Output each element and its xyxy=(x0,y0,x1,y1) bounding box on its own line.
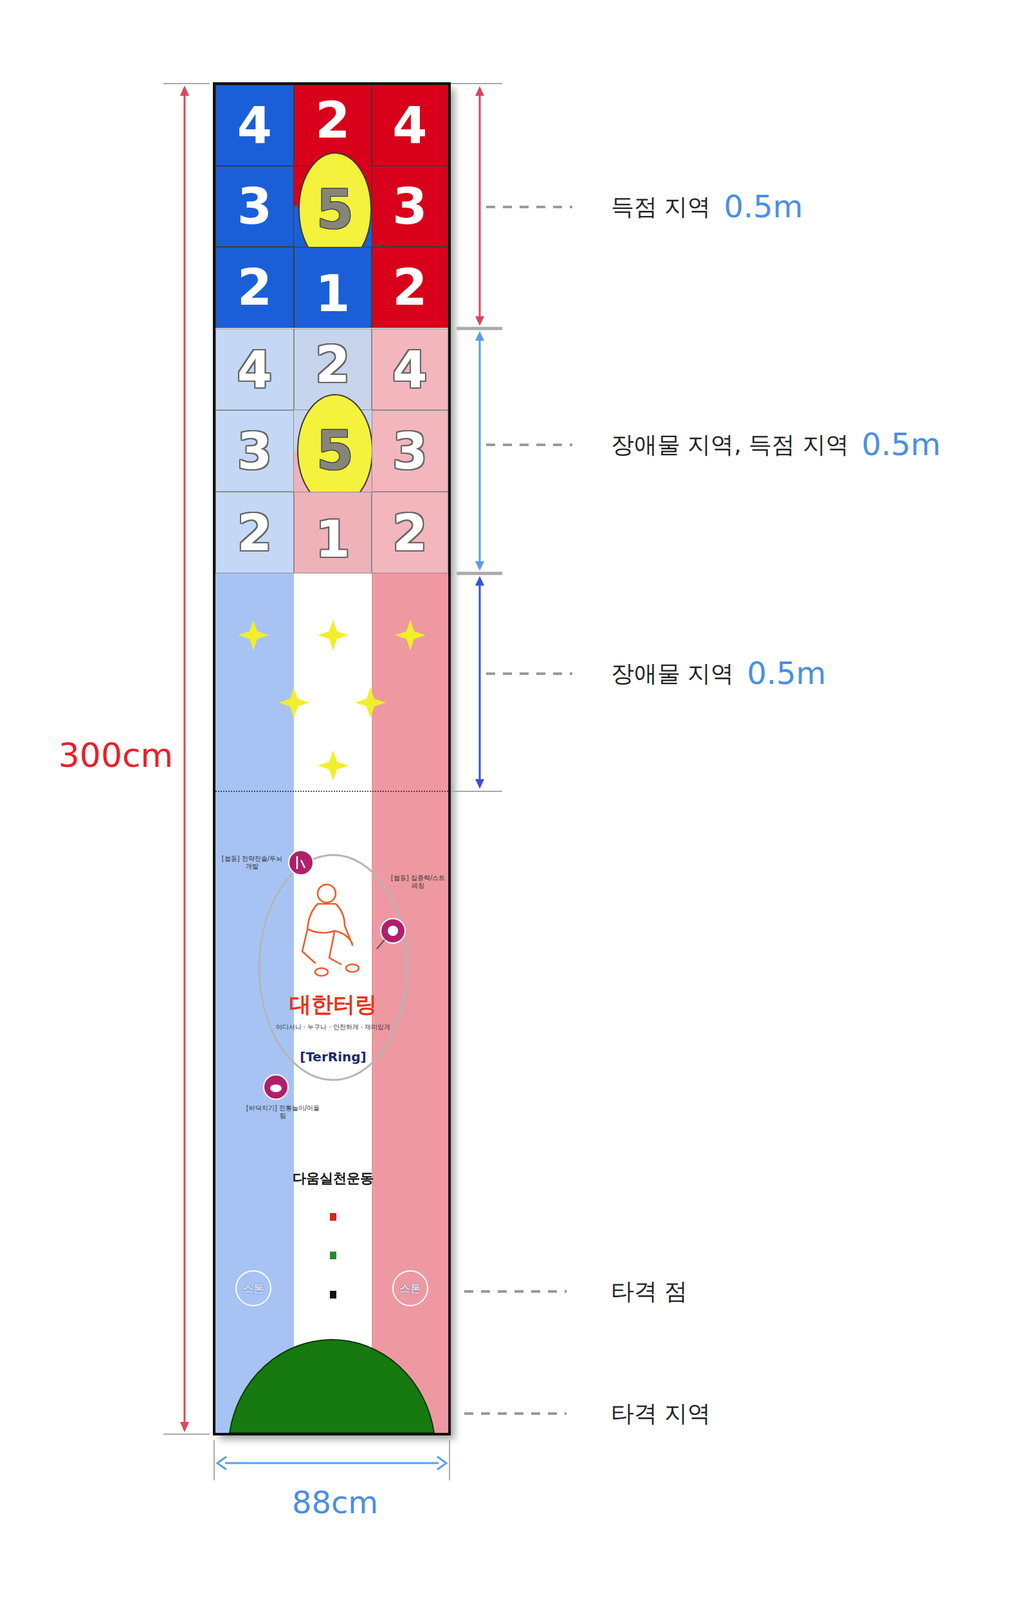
stone-marker: 스톤 xyxy=(235,1270,272,1307)
score-cell: 1 xyxy=(293,491,372,574)
width-dimension xyxy=(214,1440,450,1482)
logo-subtitle: [TerRing] xyxy=(299,1049,367,1065)
color-dot xyxy=(329,1291,337,1300)
zone-label: 장애물 지역, 득점 지역 xyxy=(610,430,849,459)
logo-slogan: 어디서나 · 누구나 · 안전하게 · 재미있게 xyxy=(275,1023,391,1032)
score-cell: 3 xyxy=(371,165,449,247)
color-dot xyxy=(329,1213,337,1222)
court-frame xyxy=(214,83,450,1435)
score-number: 4 xyxy=(237,344,273,395)
zone-length: 0.5m xyxy=(723,188,803,226)
score-cell: 4 xyxy=(215,328,294,411)
score-number: 4 xyxy=(237,100,273,151)
obstacle-star xyxy=(394,619,426,651)
score-cell: 2 xyxy=(215,246,294,328)
stone-marker: 스톤 xyxy=(392,1270,429,1307)
score-number: 2 xyxy=(237,262,273,313)
score-cell: 2 xyxy=(371,246,449,328)
score-cell: 4 xyxy=(215,84,294,166)
score-number: 3 xyxy=(237,181,273,232)
dimension-tick xyxy=(450,83,503,792)
zone-label: 타격 지역 xyxy=(610,1399,711,1428)
bullseye-circle: 5 xyxy=(296,393,374,509)
score-cell: 1 xyxy=(293,246,372,328)
zone-length: 0.5m xyxy=(861,426,941,464)
score-number: 3 xyxy=(237,426,273,477)
zone-divider xyxy=(215,790,449,793)
dimension-label: 88cm xyxy=(291,1484,379,1523)
score-cell: 3 xyxy=(371,410,449,492)
zone-length: 0.5m xyxy=(746,655,826,693)
score-number: 2 xyxy=(315,95,350,146)
court-ground xyxy=(214,83,450,1435)
score-cell: 4 xyxy=(371,328,449,411)
leader-line xyxy=(464,207,573,1415)
logo-caption: [협동] 집중력/스트레칭 xyxy=(389,874,447,891)
player-figure xyxy=(302,884,359,977)
logo-icon xyxy=(263,850,406,1100)
score-number: 5 xyxy=(316,423,354,478)
zone-label: 장애물 지역 xyxy=(610,659,734,688)
logo-title: 대한터링 xyxy=(289,991,377,1018)
logo-caption: [협동] 전략전술/두뇌개발 xyxy=(219,855,285,871)
color-dot xyxy=(329,1252,337,1260)
stone-label: 스톤 xyxy=(242,1283,265,1295)
score-cell: 4 xyxy=(371,84,449,166)
score-cell: 2 xyxy=(371,491,449,574)
score-number: 5 xyxy=(316,182,354,237)
campaign-title: 다움실천운동 xyxy=(292,1171,374,1188)
zone-label: 타격 점 xyxy=(610,1277,688,1306)
score-cell: 3 xyxy=(215,165,294,247)
zone-arrow xyxy=(475,86,485,790)
bullseye-fill xyxy=(297,394,373,507)
score-number: 4 xyxy=(392,100,428,151)
score-number: 2 xyxy=(315,339,350,390)
score-number: 3 xyxy=(392,426,428,477)
obstacle-star xyxy=(278,687,310,719)
stone-label: 스톤 xyxy=(399,1283,422,1295)
score-number: 2 xyxy=(237,508,273,559)
logo-caption: [바닥치기] 전통놀이/어울림 xyxy=(244,1104,322,1121)
obstacle-star xyxy=(317,750,349,782)
obstacle-star xyxy=(317,619,349,651)
score-number: 2 xyxy=(392,262,428,313)
dimension-label: 300cm xyxy=(58,735,174,776)
strike-area xyxy=(229,1340,435,1434)
score-number: 2 xyxy=(392,508,428,559)
zone-label: 득점 지역 xyxy=(610,192,711,221)
obstacle-star xyxy=(237,619,269,651)
score-number: 3 xyxy=(392,181,428,232)
obstacle-star xyxy=(354,687,386,719)
score-number: 4 xyxy=(392,344,428,395)
score-number: 1 xyxy=(315,514,350,565)
logo-ring xyxy=(259,855,408,1081)
score-cell: 3 xyxy=(215,410,294,492)
score-number: 1 xyxy=(315,268,350,319)
score-cell: 2 xyxy=(215,491,294,574)
